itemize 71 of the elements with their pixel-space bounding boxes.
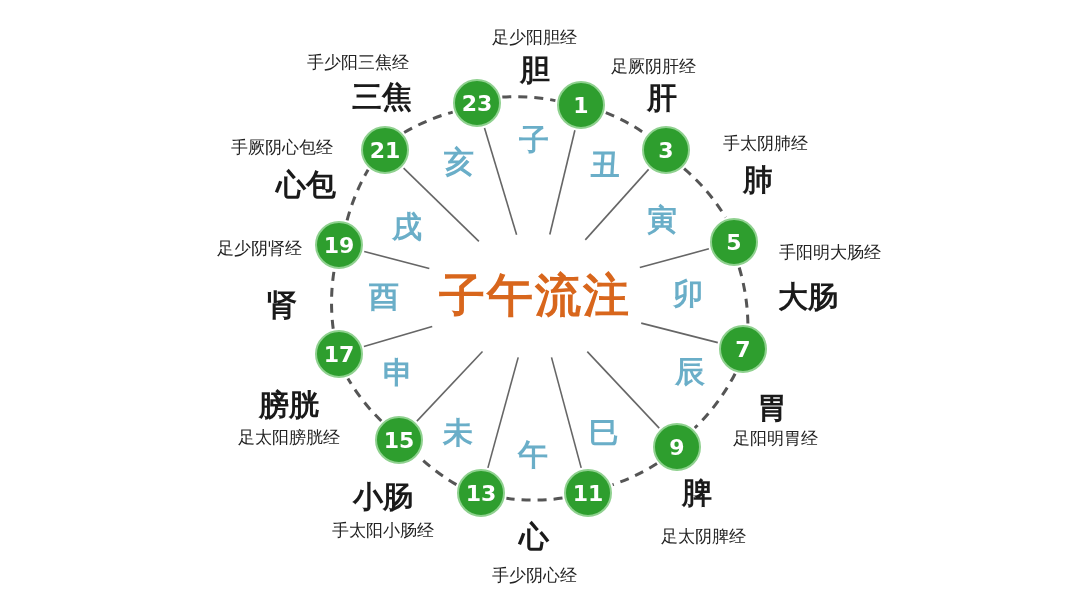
dashed-ring-segment: [345, 169, 370, 221]
organ-label: 脾: [682, 473, 712, 512]
branch-label: 子: [519, 120, 549, 159]
spoke-line: [483, 127, 518, 236]
hour-circle: 7: [719, 325, 767, 373]
spoke-line: [549, 129, 576, 236]
organ-label: 肝: [647, 78, 677, 117]
hour-circle: 13: [457, 469, 505, 517]
branch-label: 午: [518, 435, 548, 474]
organ-label: 小肠: [353, 477, 413, 516]
hour-circle: 1: [557, 81, 605, 129]
hour-circle: 19: [315, 221, 363, 269]
branch-label: 亥: [444, 142, 474, 181]
dashed-ring-segment: [612, 462, 658, 487]
meridian-label: 足太阳膀胱经: [238, 425, 340, 449]
meridian-label: 手厥阴心包经: [231, 135, 333, 159]
organ-label: 心: [519, 517, 549, 556]
branch-label: 丑: [590, 145, 620, 184]
branch-label: 戌: [392, 207, 422, 246]
branch-label: 辰: [675, 352, 705, 391]
organ-label: 肺: [743, 160, 773, 199]
spoke-line: [550, 356, 582, 469]
meridian-label: 手少阴心经: [491, 563, 577, 587]
dashed-ring-segment: [330, 270, 336, 329]
spoke-line: [584, 168, 650, 241]
title-text: 子午流注: [425, 264, 645, 328]
organ-label: 胆: [520, 50, 550, 89]
spoke-line: [402, 167, 480, 243]
branch-label: 巳: [589, 413, 619, 452]
spoke-line: [640, 322, 719, 344]
dashed-ring-segment: [346, 377, 383, 423]
branch-label: 未: [443, 413, 473, 452]
dashed-ring-segment: [403, 110, 454, 134]
meridian-label: 足太阴脾经: [660, 524, 746, 548]
spoke-line: [487, 356, 519, 469]
hour-circle: 17: [315, 330, 363, 378]
branch-label: 寅: [647, 200, 677, 239]
organ-label: 胃: [757, 388, 787, 427]
meridian-label: 手太阳小肠经: [332, 518, 434, 542]
branch-label: 申: [383, 353, 413, 392]
spoke-line: [586, 350, 660, 429]
spoke-line: [363, 325, 433, 348]
meridian-label: 手太阴肺经: [722, 131, 808, 155]
meridian-label: 足阳明胃经: [732, 426, 818, 450]
meridian-label: 足少阴肾经: [216, 236, 302, 260]
dashed-ring-segment: [683, 167, 727, 219]
hour-circle: 9: [653, 423, 701, 471]
meridian-label: 足少阳胆经: [491, 25, 577, 49]
spoke-line: [363, 250, 431, 270]
branch-label: 卯: [673, 274, 703, 313]
organ-label: 大肠: [778, 277, 838, 316]
hour-circle: 23: [453, 79, 501, 127]
dashed-ring-segment: [506, 496, 563, 502]
hour-circle: 21: [361, 126, 409, 174]
spoke-line: [416, 350, 484, 422]
spoke-line: [639, 248, 710, 269]
organ-label: 膀胱: [259, 385, 319, 424]
meridian-label: 手少阳三焦经: [307, 50, 409, 74]
hour-circle: 5: [710, 218, 758, 266]
organ-label: 三焦: [352, 77, 412, 116]
organ-label: 肾: [267, 285, 297, 324]
dashed-ring-segment: [737, 267, 750, 324]
dashed-ring-segment: [502, 95, 556, 103]
dashed-ring-segment: [693, 372, 737, 430]
organ-label: 心包: [276, 165, 336, 204]
meridian-label: 足厥阴肝经: [610, 54, 696, 78]
branch-label: 酉: [369, 277, 399, 316]
hour-circle: 15: [375, 416, 423, 464]
hour-circle: 3: [642, 126, 690, 174]
hour-circle: 11: [564, 469, 612, 517]
meridian-label: 手阳明大肠经: [779, 240, 881, 264]
